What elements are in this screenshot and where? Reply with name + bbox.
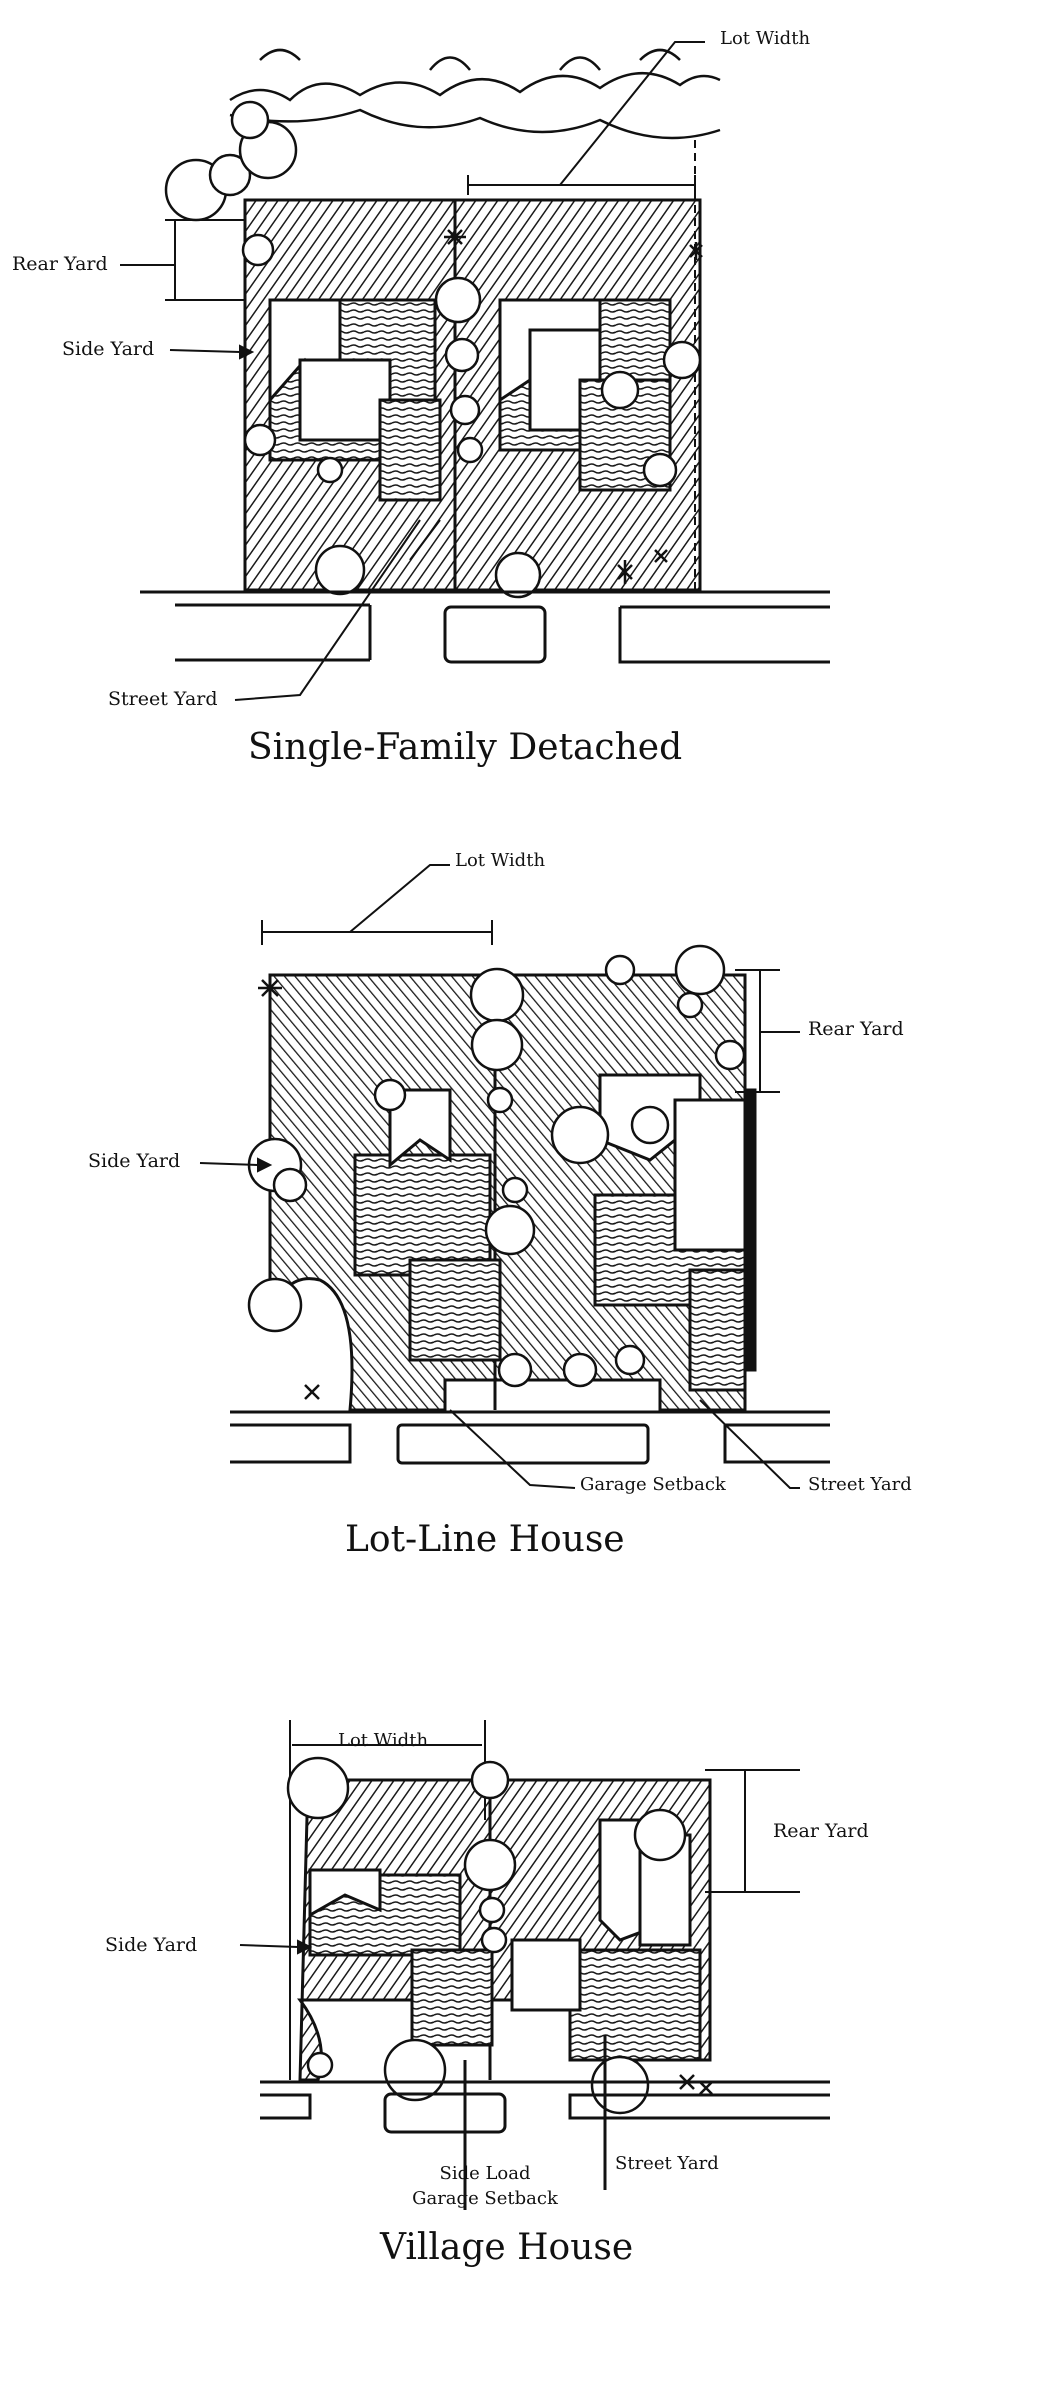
side-yard-label: Side Yard [105,1934,198,1956]
lot-width-label: Lot Width [455,850,546,871]
lot-width-label: Lot Width [338,1730,429,1751]
site-plan-diagram [120,41,830,701]
caption-lot-line-house: Lot-Line House [345,1519,625,1560]
street-yard-label: Street Yard [615,2153,719,2174]
site-plan-diagram [239,1720,830,2210]
site-plan-diagram [199,864,830,1489]
street-yard-label: Street Yard [108,688,218,710]
street-yard-label: Street Yard [808,1474,912,1495]
rear-yard-label: Rear Yard [12,253,108,275]
side-yard-label: Side Yard [88,1150,181,1172]
caption-village-house: Village House [380,2227,634,2268]
side-load-label: Side Load [439,2163,531,2184]
figure-village-house: Lot Width Rear Yard Side Yard Side Load … [0,1620,1038,2400]
rear-yard-label: Rear Yard [808,1018,904,1040]
figure-single-family-detached: Lot Width Rear Yard Side Yard Street Yar… [0,0,1038,800]
caption-single-family-detached: Single-Family Detached [248,727,683,768]
garage-setback-label: Garage Setback [412,2188,558,2209]
garage-setback-label: Garage Setback [580,1474,726,1495]
rear-yard-label: Rear Yard [773,1820,869,1842]
lot-width-label: Lot Width [720,28,811,49]
figure-lot-line-house: Lot Width Rear Yard Side Yard Garage Set… [0,800,1038,1620]
side-yard-label: Side Yard [62,338,155,360]
